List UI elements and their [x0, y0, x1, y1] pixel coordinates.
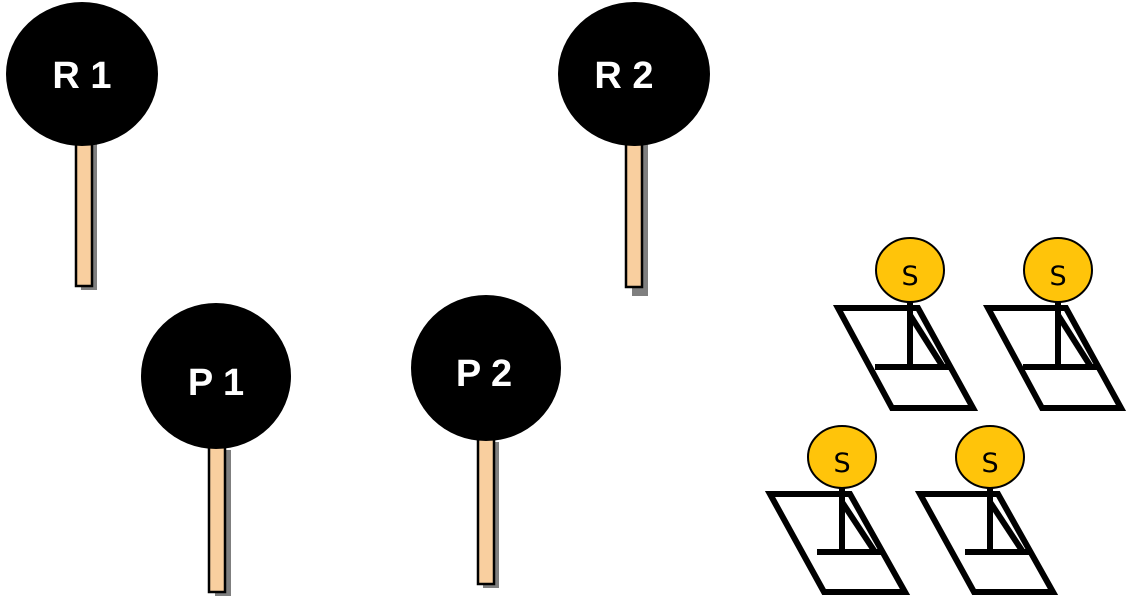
paddle-head	[411, 295, 561, 441]
sign-label-s1: S	[901, 261, 918, 292]
paddle-head	[558, 2, 710, 146]
sign-disc	[1023, 237, 1093, 303]
sign-stand-s4: S	[914, 425, 1059, 595]
paddle-r2: R 2	[558, 2, 710, 296]
paddle-label-p1: P 1	[188, 362, 244, 404]
sign-stand-s3: S	[764, 425, 911, 595]
sign-disc	[875, 237, 945, 303]
stand-frame	[914, 477, 1059, 595]
paddle-r1: R 1	[6, 2, 158, 290]
paddle-handle	[207, 442, 227, 594]
paddle-handle	[476, 434, 496, 586]
stand-frame	[832, 290, 979, 411]
paddle-p1: P 1	[141, 303, 291, 596]
sign-stand-s2: S	[982, 237, 1127, 411]
paddle-label-r1: R 1	[52, 55, 111, 97]
paddle-handle	[624, 137, 644, 289]
paddle-handle	[74, 137, 94, 288]
sign-label-s3: S	[833, 448, 850, 479]
paddle-label-p2: P 2	[456, 353, 512, 395]
sign-stand-s1: S	[832, 237, 979, 411]
sign-disc	[955, 425, 1025, 489]
stand-frame	[764, 477, 911, 595]
stand-frame	[982, 290, 1127, 411]
paddle-head	[6, 2, 158, 146]
sign-label-s4: S	[981, 448, 998, 479]
sign-disc	[807, 425, 877, 489]
paddle-head	[141, 303, 291, 449]
paddle-p2: P 2	[411, 295, 561, 588]
sign-label-s2: S	[1049, 261, 1066, 292]
paddle-label-r2: R 2	[594, 55, 653, 97]
